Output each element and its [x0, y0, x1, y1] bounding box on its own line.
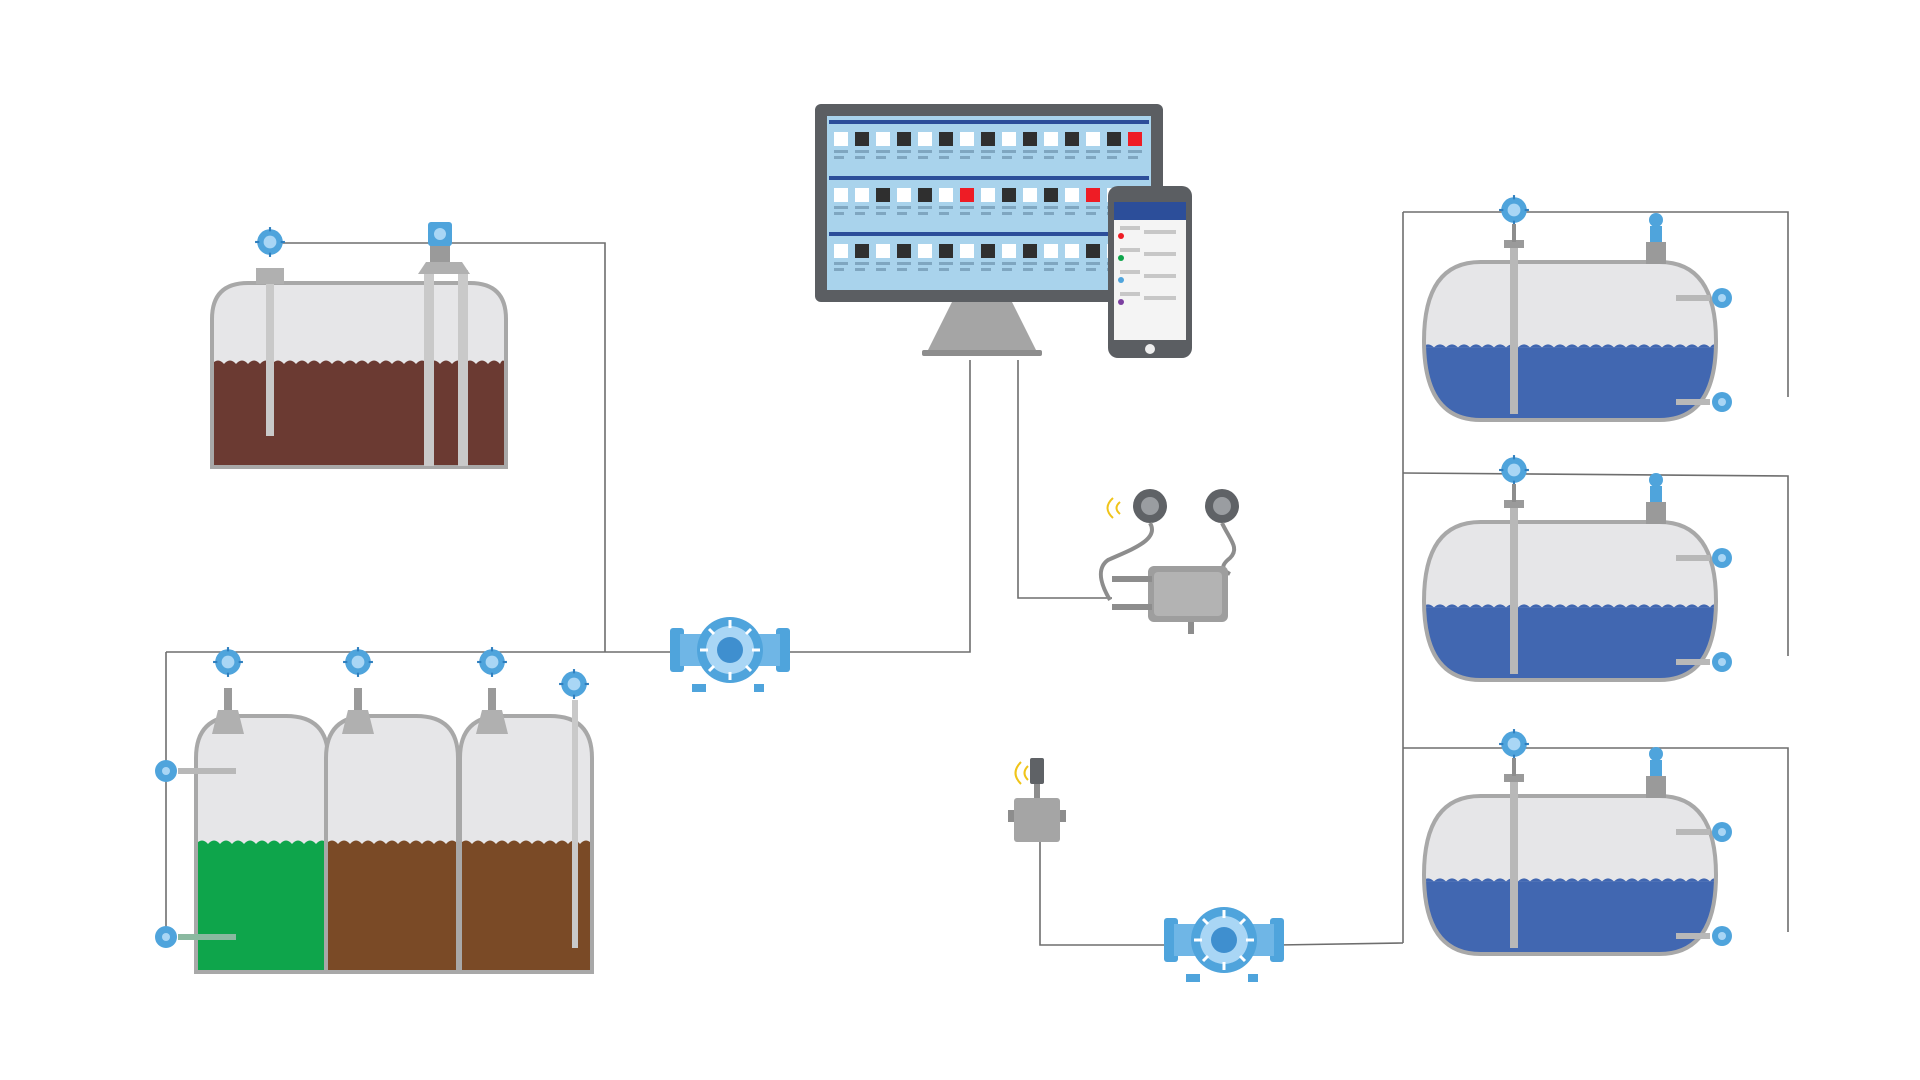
blue-tank-middle — [1421, 454, 1732, 682]
level-transmitter-icon — [254, 226, 286, 258]
status-tile — [1023, 188, 1037, 202]
level-sensor-icon — [1650, 486, 1662, 502]
status-tile — [855, 132, 869, 146]
brown-tank-right — [458, 646, 594, 974]
level-transmitter-icon — [1498, 728, 1530, 760]
wireless-transmitter-icon — [1008, 758, 1066, 842]
tank-liquid — [212, 363, 506, 467]
control-room-monitor — [815, 104, 1163, 356]
status-tile — [855, 188, 869, 202]
status-tile — [1065, 132, 1079, 146]
tanks-layer — [155, 194, 1732, 974]
status-tile — [1044, 244, 1058, 258]
ultrasonic-sensor-hub-icon — [1098, 489, 1239, 634]
flow-meter-icon — [670, 615, 790, 694]
status-tile — [834, 244, 848, 258]
level-transmitter-icon — [1498, 454, 1530, 486]
level-sensor-icon — [1650, 226, 1662, 242]
status-tile — [1023, 244, 1037, 258]
pipe-network — [165, 211, 1789, 946]
status-tile — [1002, 132, 1016, 146]
level-probe — [1510, 780, 1518, 948]
status-tile — [897, 244, 911, 258]
side-level-switches — [155, 760, 236, 948]
status-tile — [834, 188, 848, 202]
monitor-status-tiles — [829, 120, 1149, 271]
tank-liquid — [326, 844, 458, 972]
status-tile — [1023, 132, 1037, 146]
level-probe — [1510, 506, 1518, 674]
mobile-phone-icon — [1108, 186, 1192, 358]
level-probe — [1510, 246, 1518, 414]
status-tile — [918, 132, 932, 146]
status-tile — [1086, 188, 1100, 202]
status-tile — [939, 188, 953, 202]
status-tile — [939, 244, 953, 258]
green-tank — [194, 646, 330, 974]
status-tile — [1044, 132, 1058, 146]
tank-liquid — [1424, 347, 1716, 420]
level-probe — [572, 700, 578, 948]
status-tile — [1107, 132, 1121, 146]
status-tile — [876, 244, 890, 258]
level-transmitter-icon — [558, 668, 590, 700]
status-tile — [1002, 244, 1016, 258]
status-tile — [855, 244, 869, 258]
blue-tank-bottom — [1421, 728, 1732, 956]
status-tile — [876, 188, 890, 202]
tank-liquid — [1424, 881, 1716, 954]
brown-tank-middle — [324, 646, 460, 974]
status-tile — [1086, 244, 1100, 258]
status-tile — [981, 132, 995, 146]
status-tile — [918, 244, 932, 258]
status-tile — [939, 132, 953, 146]
status-tile — [1128, 132, 1142, 146]
level-transmitter-icon — [1498, 194, 1530, 226]
status-tile — [876, 132, 890, 146]
status-tile — [918, 188, 932, 202]
status-tile — [897, 132, 911, 146]
status-tile — [1065, 188, 1079, 202]
status-tile — [897, 188, 911, 202]
status-tile — [1002, 188, 1016, 202]
flow-meter-icon — [1164, 905, 1284, 984]
status-tile — [834, 132, 848, 146]
status-tile — [981, 188, 995, 202]
status-tile — [1065, 244, 1079, 258]
status-tile — [1044, 188, 1058, 202]
tank-liquid — [196, 844, 328, 972]
status-tile — [1086, 132, 1100, 146]
level-sensor-icon — [1650, 760, 1662, 776]
tank-liquid — [1424, 607, 1716, 680]
status-tile — [960, 132, 974, 146]
large-brown-tank — [210, 222, 508, 469]
blue-tank-top — [1421, 194, 1732, 422]
status-tile — [960, 188, 974, 202]
tank-liquid — [460, 844, 592, 972]
level-probe — [266, 270, 274, 436]
status-tile — [960, 244, 974, 258]
status-tile — [981, 244, 995, 258]
